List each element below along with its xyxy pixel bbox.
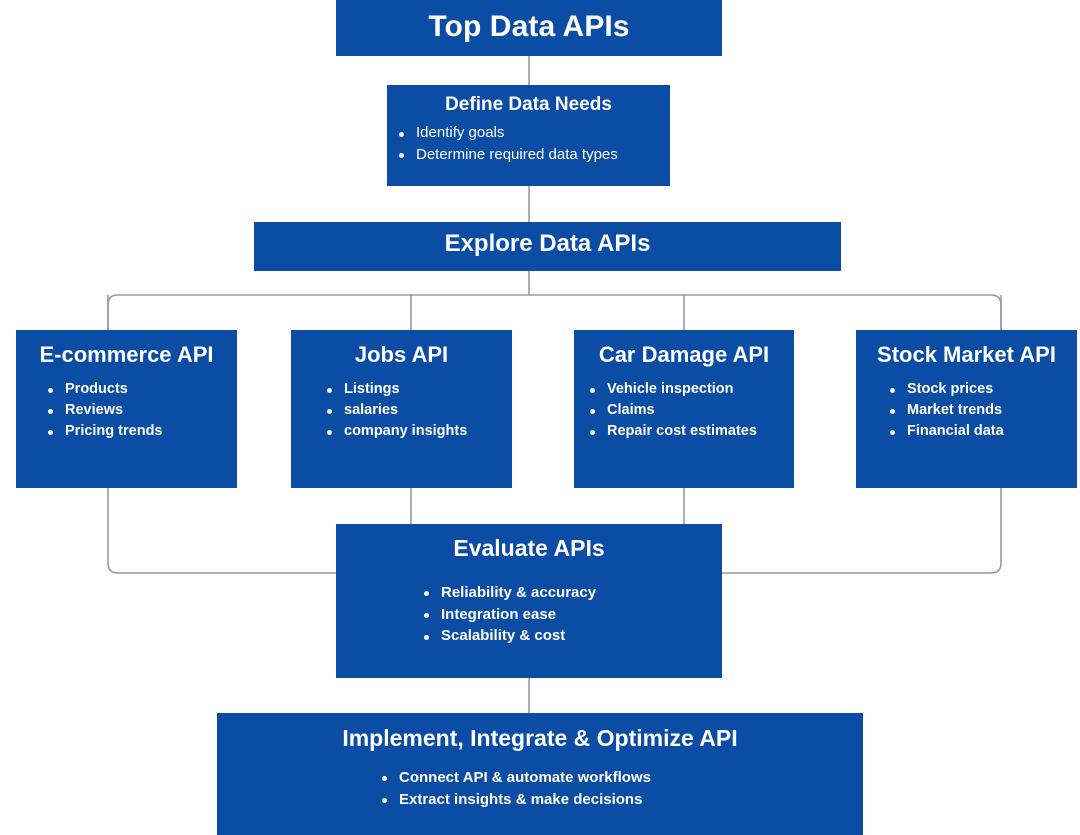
node-title: Stock Market API bbox=[877, 342, 1056, 367]
list-item: Reviews bbox=[46, 400, 237, 421]
list-item: company insights bbox=[325, 421, 512, 442]
node-bullet-list: Listings salaries company insights bbox=[291, 379, 512, 442]
node-bullet-list: Connect API & automate workflows Extract… bbox=[217, 767, 863, 811]
list-item: Connect API & automate workflows bbox=[380, 767, 863, 789]
list-item: Integration ease bbox=[422, 604, 722, 626]
list-item: Market trends bbox=[888, 400, 1077, 421]
node-jobs-api[interactable]: Jobs API Listings salaries company insig… bbox=[291, 330, 512, 488]
list-item: Listings bbox=[325, 379, 512, 400]
list-item: Products bbox=[46, 379, 237, 400]
node-title: Implement, Integrate & Optimize API bbox=[342, 725, 738, 751]
node-title: E-commerce API bbox=[39, 342, 214, 367]
node-define-data-needs[interactable]: Define Data Needs Identify goals Determi… bbox=[387, 85, 670, 186]
node-title: Car Damage API bbox=[598, 342, 770, 367]
node-explore-data-apis[interactable]: Explore Data APIs bbox=[254, 222, 841, 271]
node-title: Top Data APIs bbox=[428, 10, 630, 43]
node-implement-integrate-optimize-api[interactable]: Implement, Integrate & Optimize API Conn… bbox=[217, 713, 863, 835]
list-item: salaries bbox=[325, 400, 512, 421]
node-top-data-apis[interactable]: Top Data APIs bbox=[336, 0, 722, 56]
list-item: Claims bbox=[588, 400, 794, 421]
node-title: Explore Data APIs bbox=[444, 230, 651, 257]
node-bullet-list: Identify goals Determine required data t… bbox=[387, 122, 670, 166]
list-item: Repair cost estimates bbox=[588, 421, 794, 442]
list-item: Vehicle inspection bbox=[588, 379, 794, 400]
list-item: Determine required data types bbox=[397, 144, 670, 166]
list-item: Financial data bbox=[888, 421, 1077, 442]
list-item: Scalability & cost bbox=[422, 625, 722, 647]
connector-stock-to-merge bbox=[722, 488, 1002, 574]
node-bullet-list: Vehicle inspection Claims Repair cost es… bbox=[574, 379, 794, 442]
node-ecommerce-api[interactable]: E-commerce API Products Reviews Pricing … bbox=[16, 330, 237, 488]
node-bullet-list: Reliability & accuracy Integration ease … bbox=[336, 582, 722, 647]
node-title: Evaluate APIs bbox=[453, 535, 605, 561]
node-bullet-list: Products Reviews Pricing trends bbox=[16, 379, 237, 442]
connector-branch-bus bbox=[107, 294, 1002, 330]
list-item: Extract insights & make decisions bbox=[380, 789, 863, 811]
node-evaluate-apis[interactable]: Evaluate APIs Reliability & accuracy Int… bbox=[336, 524, 722, 678]
list-item: Reliability & accuracy bbox=[422, 582, 722, 604]
node-title: Jobs API bbox=[354, 342, 449, 367]
node-stock-market-api[interactable]: Stock Market API Stock prices Market tre… bbox=[856, 330, 1077, 488]
list-item: Pricing trends bbox=[46, 421, 237, 442]
list-item: Identify goals bbox=[397, 122, 670, 144]
list-item: Stock prices bbox=[888, 379, 1077, 400]
node-car-damage-api[interactable]: Car Damage API Vehicle inspection Claims… bbox=[574, 330, 794, 488]
connector-ecommerce-to-merge bbox=[107, 488, 336, 574]
node-bullet-list: Stock prices Market trends Financial dat… bbox=[856, 379, 1077, 442]
node-title: Define Data Needs bbox=[445, 94, 612, 115]
